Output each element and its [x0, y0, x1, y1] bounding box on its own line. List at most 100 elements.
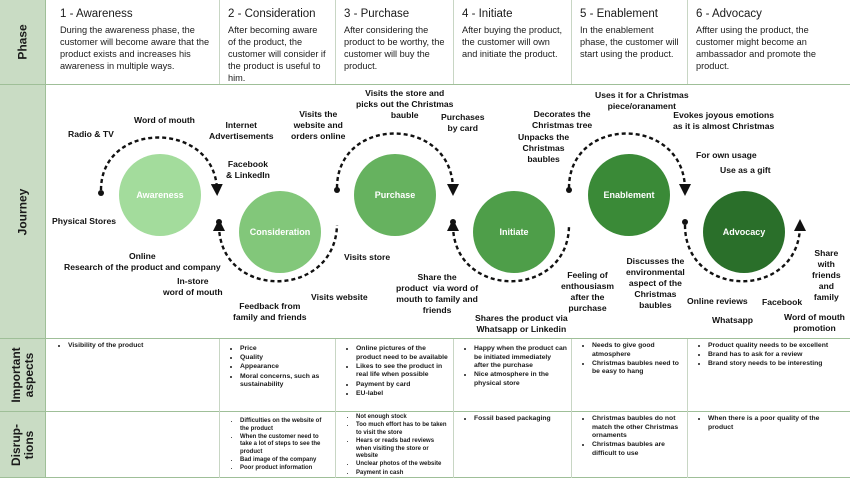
phase-advocacy: 6 - Advocacy Affter using the product, t…: [688, 2, 848, 82]
touchpoint-label: For own usage: [696, 150, 757, 160]
phase-title: 1 - Awareness: [60, 8, 133, 20]
phase-description: During the awareness phase, the customer…: [60, 25, 210, 71]
touchpoint-label: Discusses the environmental aspect of th…: [626, 256, 685, 310]
list-item: Online pictures of the product need to b…: [356, 345, 449, 362]
phase-title: 3 - Purchase: [344, 8, 410, 20]
important-aspects-enablement: Needs to give good atmosphere Christmas …: [574, 340, 687, 378]
important-aspects-initiate: Happy when the product can be initiated …: [456, 343, 571, 389]
list-item: Fossil based packaging: [474, 415, 567, 424]
touchpoint-label: Share with friends and family: [812, 248, 841, 302]
touchpoint-label: Feeling of enthousiasm after the purchas…: [561, 270, 615, 313]
stage-circle-consideration: Consideration: [239, 191, 321, 273]
arrow-awareness-consideration: [99, 136, 223, 196]
touchpoint-label: Use as a gift: [720, 165, 771, 175]
node-dot: [566, 187, 572, 193]
list-item: When there is a poor quality of the prod…: [708, 415, 844, 432]
touchpoint-label: Visits store: [344, 252, 391, 262]
row-label-journey: Journey: [0, 85, 46, 338]
divider: [453, 0, 454, 84]
touchpoint-label: Word of mouth: [134, 115, 195, 125]
divider: [687, 339, 688, 478]
list-item: EU-label: [356, 390, 449, 399]
divider: [335, 0, 336, 84]
list-item: Christmas baubles are difficult to use: [592, 441, 683, 458]
touchpoint-label: In-store word of mouth: [163, 276, 223, 297]
touchpoint-label: Decorates the Christmas tree: [532, 109, 593, 130]
list-item: Nice atmosphere in the physical store: [474, 371, 567, 388]
list-item: Happy when the product can be initiated …: [474, 345, 567, 371]
phase-purchase: 3 - Purchase After considering the produ…: [336, 2, 453, 82]
touchpoint-label: Feedback from family and friends: [233, 301, 307, 322]
phase-enablement: 5 - Enablement In the enablement phase, …: [572, 2, 687, 82]
list-item: Not enough stock: [356, 414, 449, 422]
list-item: Price: [240, 345, 331, 354]
touchpoint-label: Shares the product via Whatsapp or Linke…: [475, 313, 568, 334]
divider: [453, 339, 454, 478]
node-dot: [450, 219, 456, 225]
stage-circle-advocacy: Advocacy: [703, 191, 785, 273]
divider: [571, 0, 572, 84]
touchpoint-label: Facebook: [762, 297, 803, 307]
list-item: Bad image of the company: [240, 457, 331, 465]
important-aspects-advocacy: Product quality needs to be excellent Br…: [690, 340, 848, 370]
important-aspects-purchase: Online pictures of the product need to b…: [338, 343, 453, 399]
phase-initiate: 4 - Initiate After buying the product, t…: [454, 2, 571, 82]
stage-circle-initiate: Initiate: [473, 191, 555, 273]
list-item: Payment in cash: [356, 470, 449, 478]
touchpoint-label: Visits the website and orders online: [291, 109, 346, 141]
list-item: Brand has to ask for a review: [708, 351, 844, 360]
node-dot: [334, 187, 340, 193]
divider: [0, 84, 850, 85]
row-label-important-aspects: Important aspects: [0, 339, 46, 411]
touchpoint-label: Uses it for a Christmas piece/oranament: [595, 90, 689, 111]
row-label-disruptions: Disrup- tions: [0, 412, 46, 478]
divider: [571, 339, 572, 478]
disruptions-enablement: Christmas baubles do not match the other…: [574, 413, 687, 459]
divider: [687, 0, 688, 84]
stage-circle-enablement: Enablement: [588, 154, 670, 236]
list-item: Likes to see the product in real life wh…: [356, 363, 449, 380]
list-item: Appearance: [240, 363, 331, 372]
phase-title: 5 - Enablement: [580, 8, 658, 20]
node-dot: [682, 219, 688, 225]
touchpoint-label: Internet Advertisements: [209, 120, 274, 141]
list-item: Product quality needs to be excellent: [708, 342, 844, 351]
touchpoint-label: Whatsapp: [712, 315, 754, 325]
divider: [0, 411, 850, 412]
start-dot: [98, 190, 104, 196]
phase-description: After buying the product, the customer w…: [462, 25, 563, 59]
list-item: Difficulties on the website of the produ…: [240, 418, 331, 433]
phase-consideration: 2 - Consideration After becoming aware o…: [220, 2, 335, 83]
list-item: Too much effort has to be taken to visit…: [356, 422, 449, 437]
divider: [219, 0, 220, 84]
touchpoint-label: Radio & TV: [68, 129, 114, 139]
disruptions-purchase: Not enough stock Too much effort has to …: [338, 412, 453, 478]
phase-description: In the enablement phase, the customer wi…: [580, 25, 679, 59]
phase-description: After considering the product to be wort…: [344, 25, 445, 71]
divider: [335, 339, 336, 478]
important-aspects-awareness: Visibility of the product: [50, 340, 219, 351]
touchpoint-label: Purchases by card: [441, 112, 485, 133]
disruptions-initiate: Fossil based packaging: [456, 413, 571, 424]
phase-description: After becoming aware of the product, the…: [228, 25, 326, 83]
list-item: Christmas baubles do not match the other…: [592, 415, 683, 441]
touchpoint-label: Share the product via word of mouth to f…: [396, 272, 479, 315]
list-item: Christmas baubles need to be easy to han…: [592, 360, 683, 377]
touchpoint-label: Word of mouth promotion: [784, 312, 845, 333]
arrow-consideration-purchase: [213, 219, 339, 283]
row-label-phase: Phase: [0, 0, 46, 84]
disruptions-advocacy: When there is a poor quality of the prod…: [690, 413, 848, 433]
phase-description: Affter using the product, the customer m…: [696, 25, 817, 71]
list-item: Hears or reads bad reviews when visiting…: [356, 438, 449, 461]
touchpoint-label: Facebook & LinkedIn: [226, 159, 270, 180]
touchpoint-label: Physical Stores: [52, 216, 117, 226]
stage-circle-purchase: Purchase: [354, 154, 436, 236]
arrow-advocacy-return: [683, 219, 806, 283]
list-item: Unclear photos of the website: [356, 461, 449, 469]
phase-title: 6 - Advocacy: [696, 8, 762, 20]
list-item: Moral concerns, such as sustainability: [240, 373, 331, 390]
touchpoint-label: Unpacks the Christmas baubles: [518, 132, 570, 164]
list-item: Needs to give good atmosphere: [592, 342, 683, 359]
stage-circle-awareness: Awareness: [119, 154, 201, 236]
